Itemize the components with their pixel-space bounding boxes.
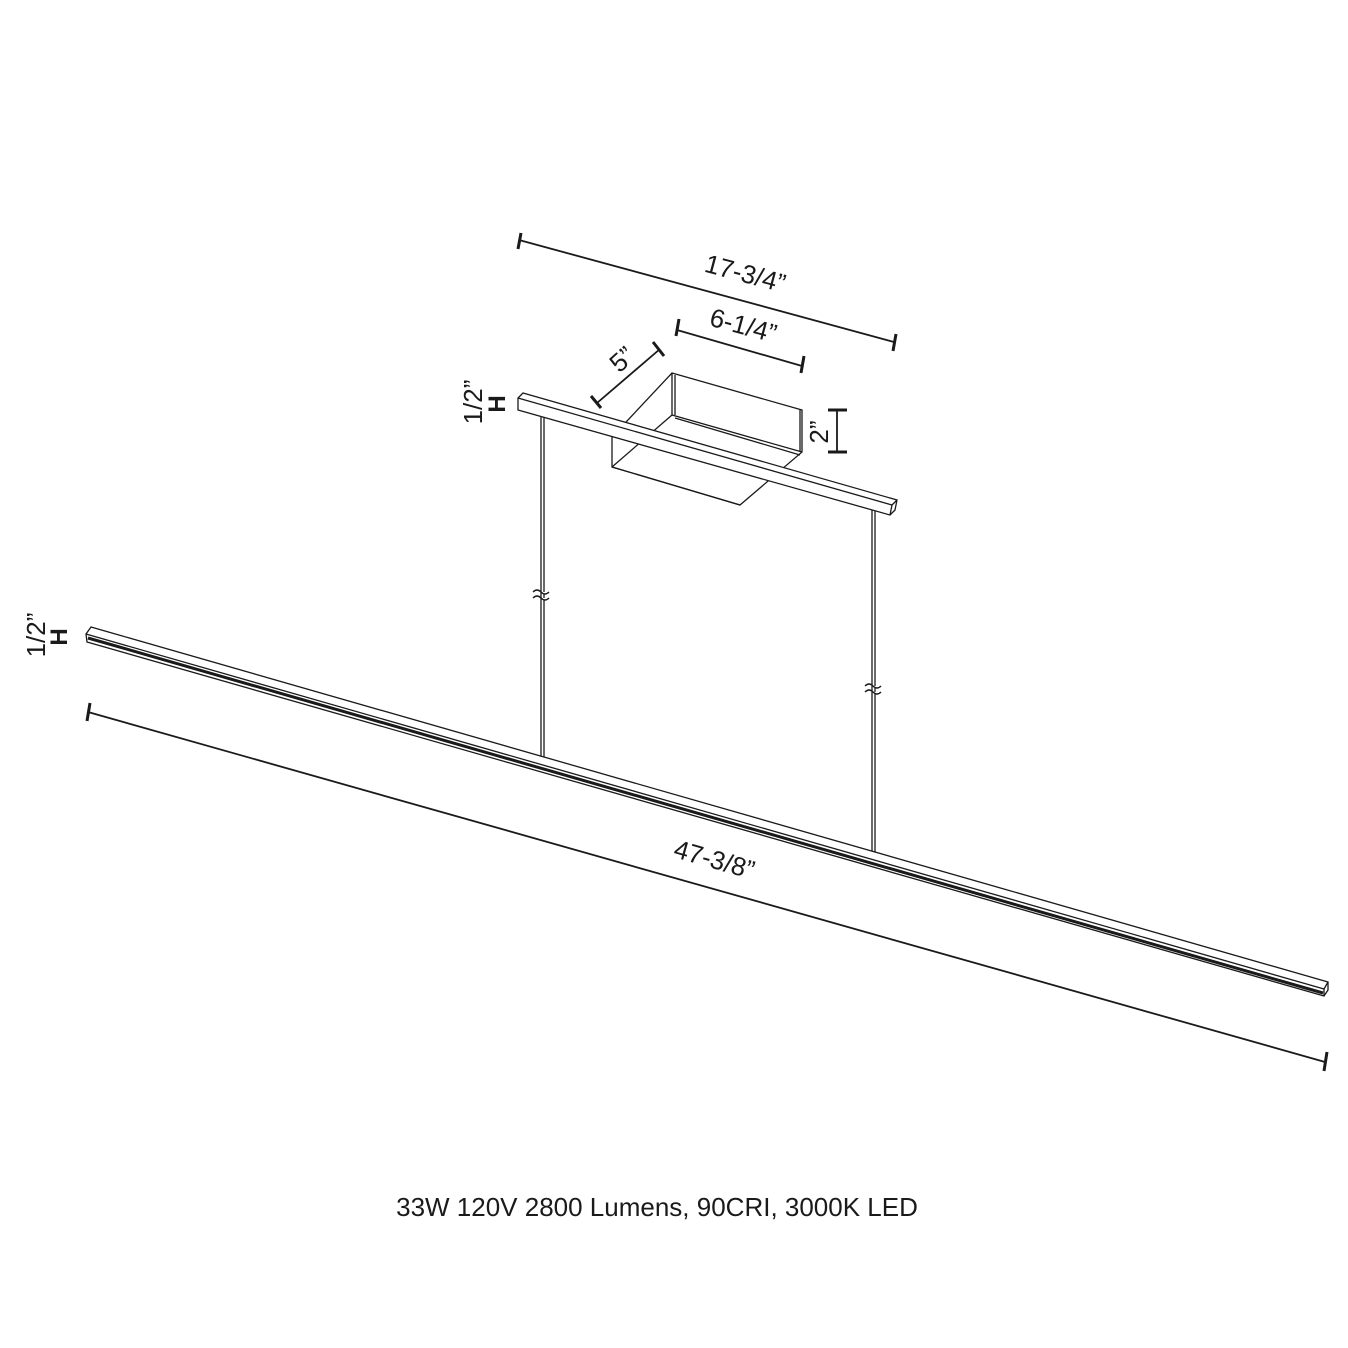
fixture-height-unit: H — [46, 628, 73, 645]
canopy-bar-length-label: 17-3/4” — [702, 248, 789, 298]
canopy-depth-dim-line — [596, 348, 661, 404]
overall-length-label: 47-3/8” — [671, 834, 758, 885]
canopy-height-label: 2” — [804, 420, 834, 443]
canopy-bar-dim-line — [518, 239, 895, 343]
cable-break-left-icon — [532, 589, 550, 601]
suspension-cables — [532, 412, 882, 853]
canopy-bar-height-label: 1/2” — [458, 380, 488, 425]
cable-break-right-icon — [864, 683, 882, 695]
overall-length-dim-line — [87, 711, 1326, 1063]
fixture-height-label: 1/2” — [21, 613, 51, 658]
canopy-crossbar — [517, 392, 898, 516]
canopy-width-dim-line — [676, 329, 803, 367]
linear-fixture — [85, 626, 1329, 997]
dimension-lines — [85, 232, 1329, 1072]
canopy-depth-label: 5” — [603, 340, 640, 378]
specifications-caption: 33W 120V 2800 Lumens, 90CRI, 3000K LED — [396, 1192, 918, 1222]
canopy-bar-height-unit: H — [484, 395, 511, 412]
